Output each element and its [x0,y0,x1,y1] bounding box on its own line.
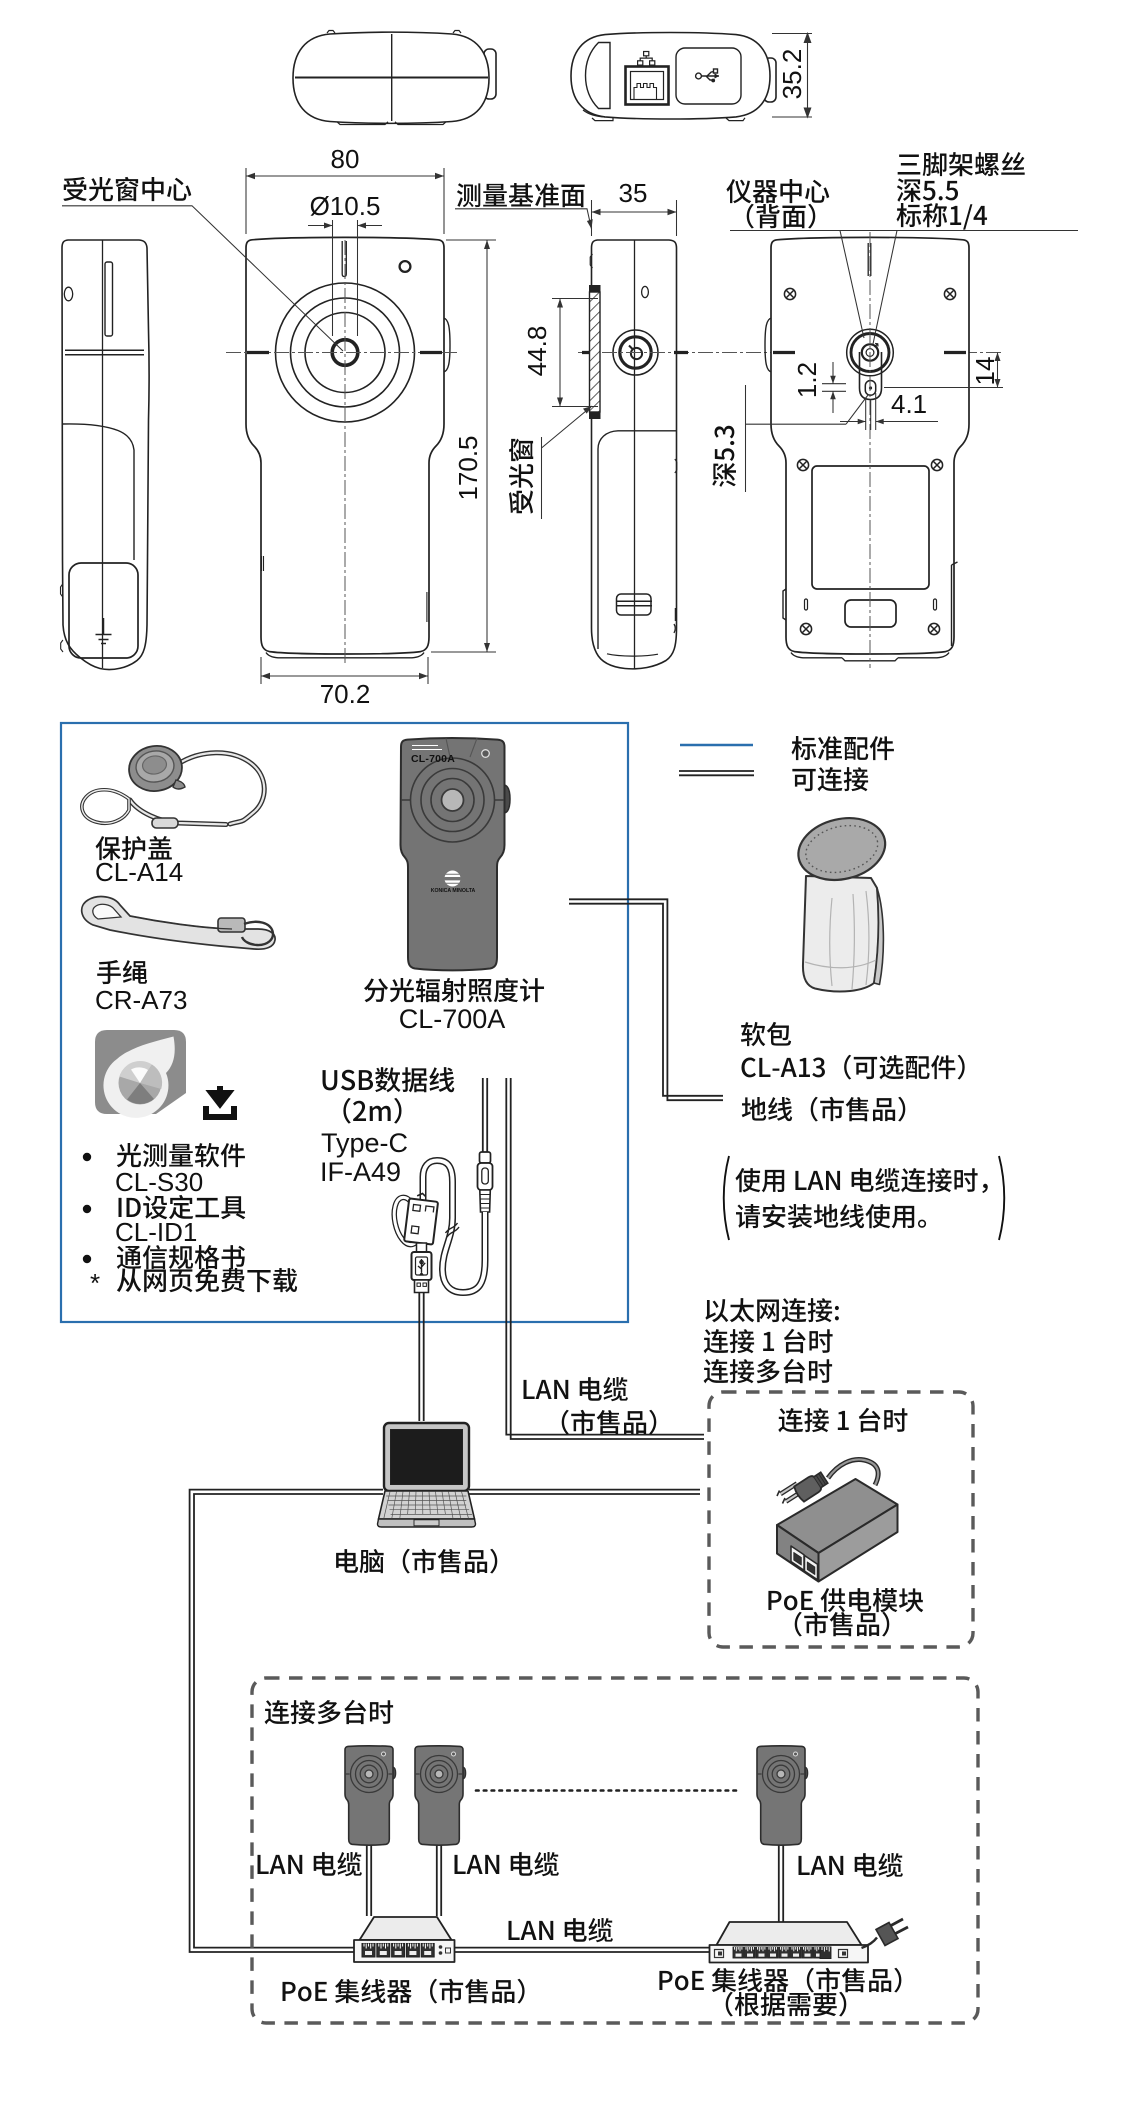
svg-text:170.5: 170.5 [453,435,483,500]
svg-text:4.1: 4.1 [891,389,927,419]
svg-text:CL-ID1: CL-ID1 [115,1217,197,1247]
svg-text:Ø10.5: Ø10.5 [310,191,381,221]
svg-text:44.8: 44.8 [522,326,552,377]
svg-text:CL-A14: CL-A14 [95,857,183,887]
svg-text:CL-700A: CL-700A [411,753,455,765]
svg-text:35.2: 35.2 [777,49,807,100]
svg-text:CR-A73: CR-A73 [95,985,187,1015]
svg-text:70.2: 70.2 [320,679,371,709]
svg-text:Type-C: Type-C [321,1128,408,1158]
svg-text:14: 14 [970,357,1000,386]
svg-text:CL-700A: CL-700A [399,1004,506,1034]
svg-text:*: * [90,1268,100,1298]
svg-text:1.2: 1.2 [792,362,822,398]
svg-text:80: 80 [331,144,360,174]
svg-text:35: 35 [619,178,648,208]
svg-text:IF-A49: IF-A49 [320,1157,401,1187]
svg-text:CL-S30: CL-S30 [115,1167,203,1197]
svg-text:KONICA MINOLTA: KONICA MINOLTA [431,888,476,894]
